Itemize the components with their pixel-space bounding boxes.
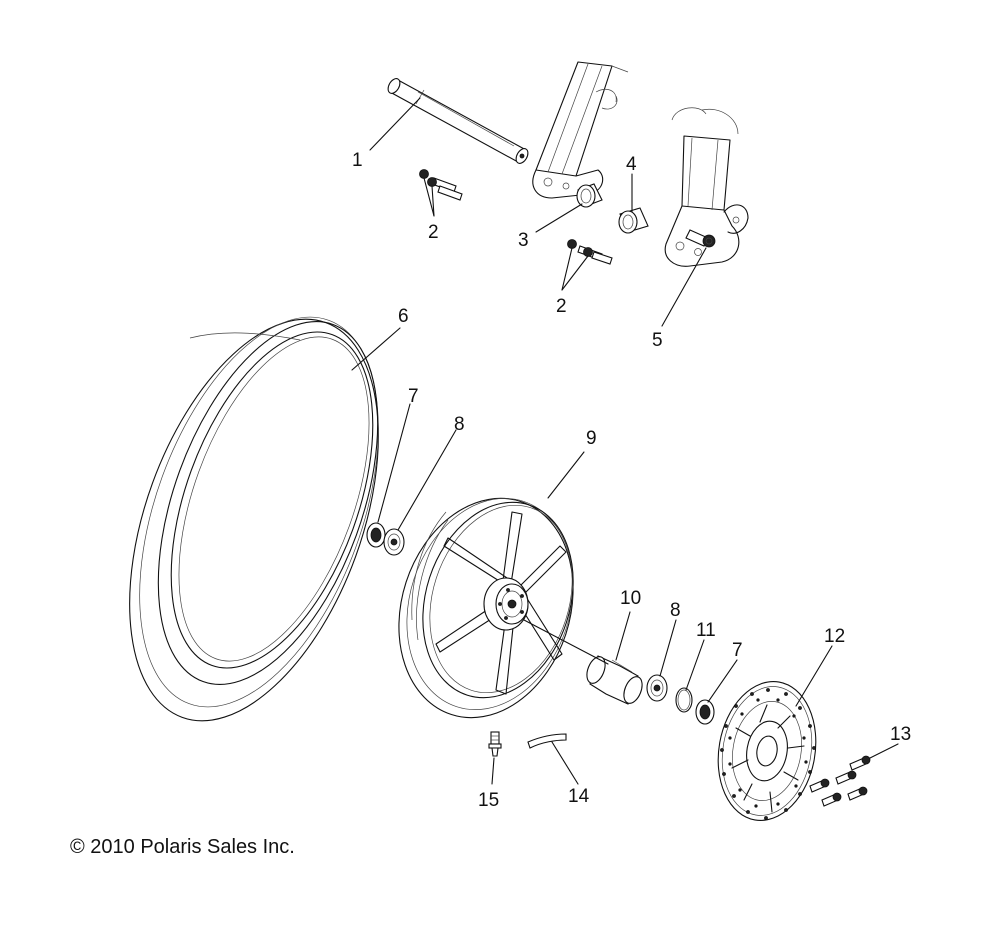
callout-12: 12	[824, 626, 845, 647]
callout-9: 9	[586, 428, 597, 449]
leader-lines	[351, 97, 899, 785]
axle-bolt	[685, 229, 716, 248]
callout-7: 7	[408, 386, 419, 407]
callout-2: 2	[428, 222, 439, 243]
disc-bolts	[809, 755, 871, 807]
brake-disc	[717, 681, 817, 821]
callout-numbers: 1 2 2 3 4 5 6 7 7 8 8 9 10 11 12 13 14 1…	[352, 150, 911, 811]
hub-spacer	[586, 655, 643, 705]
callout-10: 10	[620, 588, 641, 609]
callout-14: 14	[568, 786, 590, 807]
callout-15: 15	[478, 790, 499, 811]
tire	[129, 316, 379, 722]
snap-ring	[675, 687, 693, 713]
seal-right	[695, 699, 715, 725]
callout-4: 4	[626, 154, 637, 175]
spacer-left	[576, 183, 603, 208]
callout-2: 2	[556, 296, 567, 317]
balance-weight	[527, 733, 567, 749]
callout-13: 13	[890, 724, 911, 745]
seal-left	[366, 522, 386, 548]
callout-11: 11	[696, 620, 716, 641]
bearing-left	[383, 528, 405, 556]
callout-7: 7	[732, 640, 743, 661]
spacer-right	[618, 207, 649, 234]
valve-stem	[488, 731, 502, 757]
callout-6: 6	[398, 306, 409, 327]
fork-leg-left	[532, 61, 629, 199]
pinch-bolts-lower	[567, 239, 613, 265]
fork-leg-right	[664, 107, 749, 267]
callout-1: 1	[352, 150, 363, 171]
callout-8: 8	[670, 600, 681, 621]
callout-8: 8	[454, 414, 465, 435]
bearing-right	[646, 674, 668, 702]
axle	[387, 78, 529, 164]
callout-3: 3	[518, 230, 529, 251]
callout-5: 5	[652, 330, 663, 351]
wheel-rim	[398, 497, 574, 719]
copyright-notice: © 2010 Polaris Sales Inc.	[70, 836, 295, 858]
